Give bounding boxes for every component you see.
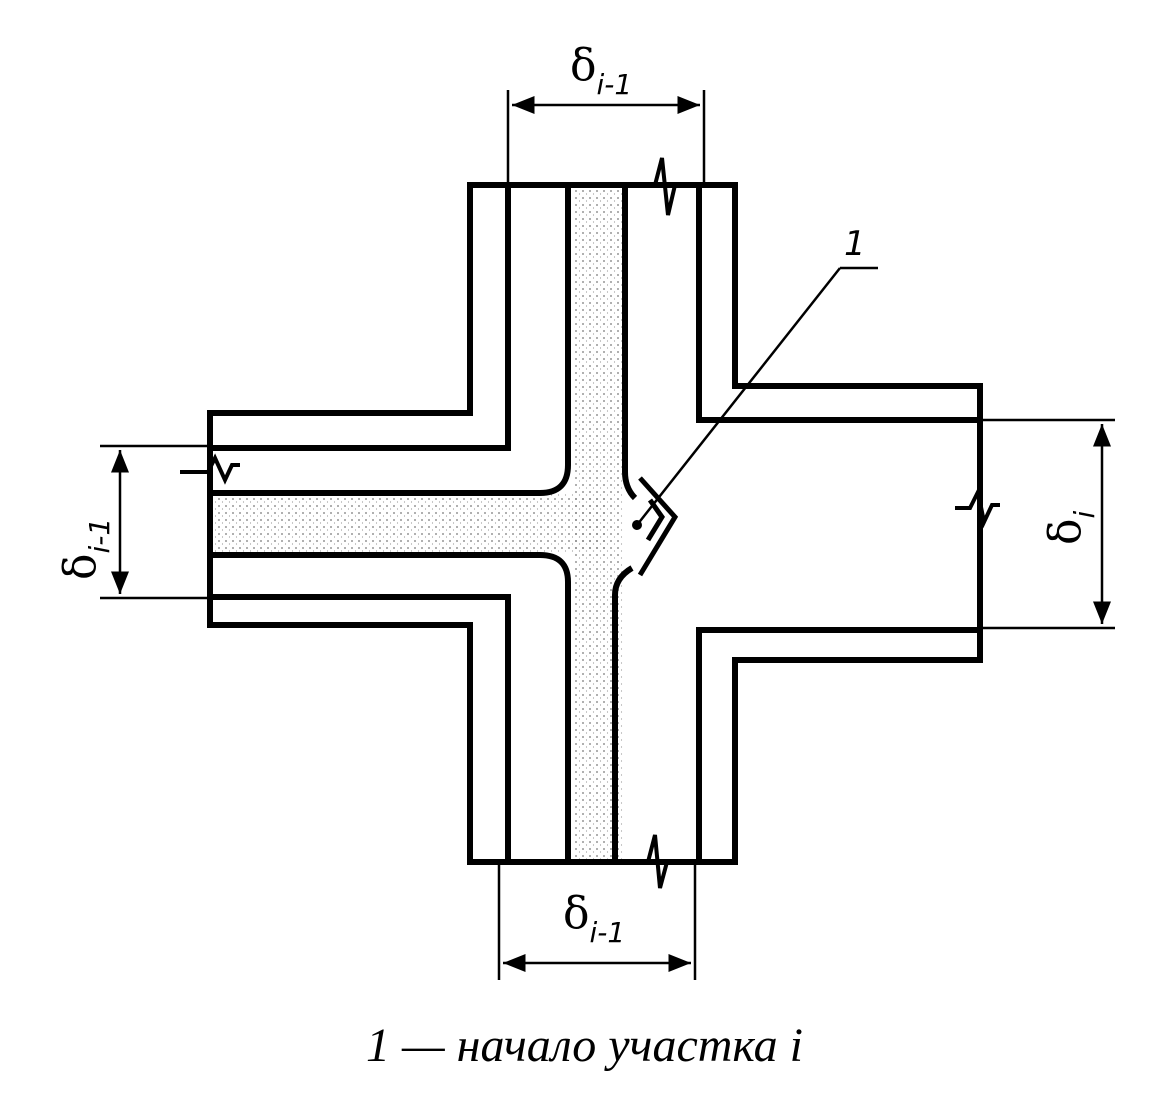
inner-contours bbox=[210, 185, 980, 862]
junction-wedge bbox=[637, 476, 679, 577]
left-dimension-label: δi-1 bbox=[55, 518, 116, 580]
bottom-dimension bbox=[497, 862, 697, 980]
break-marks bbox=[180, 157, 1000, 889]
right-dimension bbox=[980, 418, 1115, 630]
bottom-dimension-label: δi-1 bbox=[563, 888, 625, 949]
figure-caption: 1 — начало участка i bbox=[365, 1019, 804, 1072]
shaded-core bbox=[210, 188, 623, 860]
callout-number: 1 bbox=[844, 224, 866, 264]
left-dimension bbox=[100, 444, 210, 600]
top-dimension bbox=[506, 90, 706, 185]
callout-leader bbox=[636, 266, 878, 526]
right-dimension-label: δi bbox=[1040, 511, 1101, 546]
outer-outline bbox=[207, 182, 983, 865]
top-dimension-label: δi-1 bbox=[570, 40, 632, 101]
